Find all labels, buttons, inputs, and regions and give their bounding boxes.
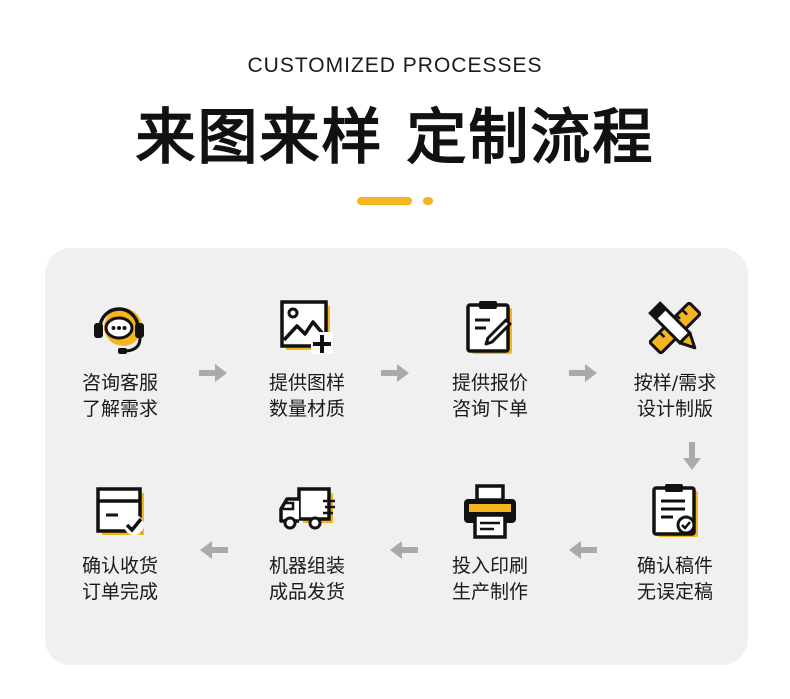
step-print: 投入印刷 生产制作 <box>425 481 555 605</box>
step-assemble-ship-line2: 成品发货 <box>268 581 345 603</box>
step-confirm-draft-line2: 无误定稿 <box>636 581 713 603</box>
page-title: 来图来样 定制流程 <box>135 103 655 173</box>
clipboard-check-icon <box>652 484 698 537</box>
printer-icon <box>464 484 516 539</box>
arrow-left-icon <box>569 541 597 559</box>
step-provide-drawing-line1: 提供图样 <box>268 372 345 394</box>
package-check-icon <box>96 487 144 535</box>
arrow-down-icon <box>683 442 701 470</box>
step-quote-line2: 咨询下单 <box>451 398 528 420</box>
arrow-left-icon <box>200 541 228 559</box>
headset-chat-icon <box>94 307 144 354</box>
step-print-line1: 投入印刷 <box>451 555 528 577</box>
step-provide-drawing-line2: 数量材质 <box>268 398 345 420</box>
pencil-ruler-icon <box>648 301 702 355</box>
accent-dot <box>423 197 433 205</box>
step-consult-line2: 了解需求 <box>81 398 158 420</box>
step-quote-line1: 提供报价 <box>451 372 528 394</box>
step-design-line1: 按样/需求 <box>633 372 717 394</box>
step-consult-line1: 咨询客服 <box>81 372 158 394</box>
arrow-right-icon <box>381 364 409 382</box>
clipboard-pencil-icon <box>466 301 512 354</box>
image-add-icon <box>280 300 333 354</box>
step-receive: 确认收货 订单完成 <box>55 481 185 605</box>
subtitle: CUSTOMIZED PROCESSES <box>247 54 543 77</box>
step-assemble-ship-line1: 机器组装 <box>268 555 345 577</box>
step-design-line2: 设计制版 <box>636 398 713 420</box>
step-design: 按样/需求 设计制版 <box>610 298 740 422</box>
step-receive-line1: 确认收货 <box>81 555 158 577</box>
accent-bar <box>357 197 412 205</box>
process-panel <box>45 248 748 665</box>
arrow-right-icon <box>199 364 227 382</box>
step-confirm-draft: 确认稿件 无误定稿 <box>610 481 740 605</box>
arrow-left-icon <box>390 541 418 559</box>
step-provide-drawing: 提供图样 数量材质 <box>242 298 372 422</box>
arrow-right-icon <box>569 364 597 382</box>
step-print-line2: 生产制作 <box>451 581 528 603</box>
step-receive-line2: 订单完成 <box>81 581 158 603</box>
step-confirm-draft-line1: 确认稿件 <box>636 555 713 577</box>
step-assemble-ship: 机器组装 成品发货 <box>242 481 372 605</box>
step-consult: 咨询客服 了解需求 <box>55 298 185 422</box>
delivery-truck-icon <box>279 487 335 530</box>
step-quote: 提供报价 咨询下单 <box>425 298 555 422</box>
